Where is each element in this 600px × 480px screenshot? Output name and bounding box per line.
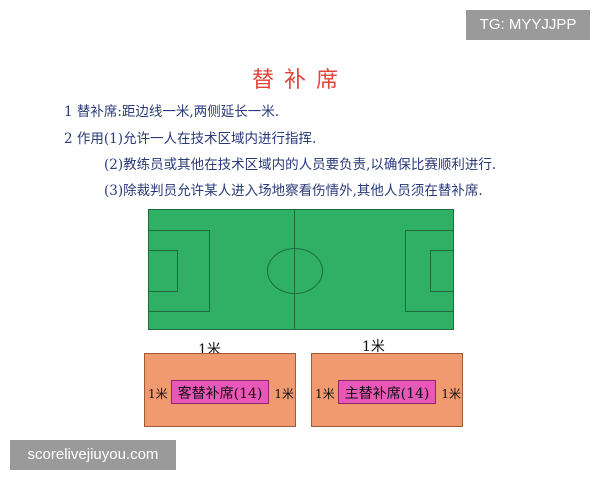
home-bench-right-extension: 1米 bbox=[441, 387, 461, 401]
away-bench-left-extension: 1米 bbox=[148, 387, 168, 401]
watermark-bottom: scorelivejiuyou.com bbox=[10, 440, 176, 470]
home-bench-label: 主替补席(14) bbox=[344, 386, 430, 402]
rule-line-3: (2)教练员或其他在技术区域内的人员要负责,以确保比赛顺利进行. bbox=[104, 157, 497, 173]
rule-line-4: (3)除裁判员允许某人进入场地察看伤情外,其他人员须在替补席. bbox=[104, 183, 483, 199]
page-title: 替补席 bbox=[251, 68, 348, 93]
center-circle bbox=[267, 248, 323, 294]
away-bench-right-extension: 1米 bbox=[274, 387, 294, 401]
away-bench-zone: 1米 客替补席(14) 1米 bbox=[144, 353, 296, 427]
away-bench-label: 客替补席(14) bbox=[177, 386, 263, 402]
watermark-top: TG: MYYJJPP bbox=[466, 10, 590, 40]
goal-area-right bbox=[430, 250, 454, 292]
football-pitch bbox=[148, 209, 454, 330]
distance-label-right: 1米 bbox=[362, 339, 385, 355]
rule-line-2: 2 作用(1)允许一人在技术区域内进行指挥. bbox=[64, 131, 317, 147]
away-bench-seat bbox=[171, 380, 269, 404]
goal-area-left bbox=[148, 250, 178, 292]
home-bench-left-extension: 1米 bbox=[315, 387, 335, 401]
home-bench-seat bbox=[338, 380, 436, 404]
home-bench-zone: 1米 主替补席(14) 1米 bbox=[311, 353, 463, 427]
rule-line-1: 1 替补席:距边线一米,两侧延长一米. bbox=[64, 104, 280, 120]
